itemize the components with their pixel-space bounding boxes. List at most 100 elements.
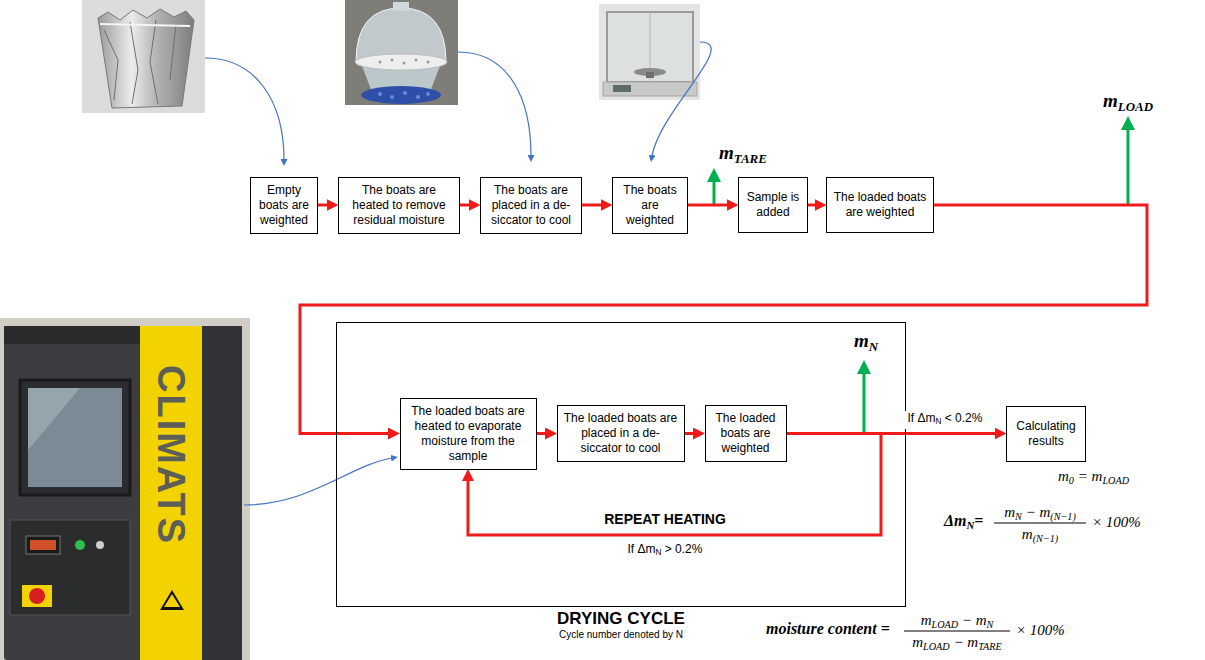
formula-text: × 100% <box>1092 514 1141 531</box>
text-run: m <box>912 634 923 650</box>
controller <box>26 536 60 554</box>
process-box: The loaded boats are placed in a de- sic… <box>557 405 685 462</box>
box-text: The loaded boats are placed in a de- sic… <box>563 411 679 456</box>
text-run: If Δm <box>628 542 656 556</box>
output-arrow <box>713 181 716 205</box>
box-text: The boats are placed in a de- siccator t… <box>486 183 576 228</box>
chamber-side <box>202 326 242 660</box>
process-box: The boats are placed in a de- siccator t… <box>480 177 582 234</box>
text-run: < 0.2% <box>941 411 982 425</box>
text-run: m <box>1022 526 1033 542</box>
process-box: Calculating results <box>1006 406 1086 462</box>
silica-gel <box>361 86 441 104</box>
text-run: m <box>921 612 932 628</box>
formula-denominator: mLOAD − mTARE <box>902 634 1012 655</box>
photo-ground <box>0 318 250 660</box>
leader-line <box>652 42 711 156</box>
yellow-stripe <box>140 326 202 660</box>
lid-knob <box>393 2 409 11</box>
foil-rim <box>100 24 190 26</box>
window-glass <box>28 388 122 487</box>
box-text: The loaded boats are weighted <box>711 411 781 456</box>
text-run: Δm <box>944 512 966 529</box>
process-box: Sample is added <box>738 177 808 233</box>
subscript: N <box>966 519 974 531</box>
box-text: The loaded boats are heated to evaporate… <box>406 404 531 464</box>
pan-stem <box>646 72 654 78</box>
main-switch-plate <box>22 585 52 607</box>
perforated-plate <box>355 54 447 70</box>
text-run: > 0.2% <box>661 542 702 556</box>
flow-arrow <box>688 204 727 207</box>
flow-arrow <box>318 204 327 207</box>
variable-label: mN <box>854 330 878 358</box>
flow-arrow <box>808 204 815 207</box>
formula-text: m0 = mLOAD <box>1058 468 1129 489</box>
photo-ground <box>345 0 458 105</box>
fraction-bar <box>904 631 1010 632</box>
formula-numerator: mN − m(N−1) <box>990 504 1090 525</box>
text-run: m <box>719 142 734 163</box>
subscript: LOAD <box>923 641 950 652</box>
box-text: Sample is added <box>744 190 802 220</box>
foil-crease <box>104 20 176 104</box>
plate-holes <box>379 59 430 65</box>
box-text: Calculating results <box>1012 419 1080 449</box>
controller-display <box>30 540 56 550</box>
process-box: The boats are weighted <box>612 177 688 234</box>
output-arrow <box>1127 129 1130 205</box>
condition-label: If ΔmN > 0.2% <box>628 542 703 560</box>
leader-line <box>205 58 284 160</box>
box-text: The loaded boats are weighted <box>832 190 928 220</box>
text-run: m <box>1103 90 1118 111</box>
subscript: (N−1) <box>1033 533 1059 544</box>
text-run: = m <box>1074 468 1102 484</box>
fraction-bars <box>904 523 1086 631</box>
draft-shield <box>607 12 693 82</box>
box-text: The boats are weighted <box>618 183 682 228</box>
text-run: m <box>854 330 869 351</box>
photo-leaders <box>205 42 711 505</box>
subscript: N <box>656 548 662 557</box>
condition-label: If ΔmN < 0.2% <box>905 411 986 429</box>
text-run: REPEAT HEATING <box>604 511 726 527</box>
text-run: m <box>1058 468 1069 484</box>
desiccator-photo <box>345 0 458 105</box>
subscript: TARE <box>978 641 1002 652</box>
warning-sign <box>160 590 184 610</box>
text-run: − m <box>958 612 986 628</box>
balance-photo <box>599 4 700 100</box>
chamber-body <box>4 326 242 660</box>
foil-boat <box>98 9 194 108</box>
process-box: The loaded boats are weighted <box>826 177 934 233</box>
formula-text: moisture content = <box>766 620 890 638</box>
photo-ground <box>82 0 205 113</box>
chamber-brand-text: CLIMATS <box>151 365 191 545</box>
formula-text: ΔmN= <box>944 512 983 534</box>
variable-label: mTARE <box>719 142 767 170</box>
control-panel <box>10 520 130 615</box>
window-frame <box>20 380 130 495</box>
subscript: LOAD <box>1102 475 1129 486</box>
subscript: LOAD <box>931 619 958 630</box>
fraction-bar <box>994 523 1086 524</box>
text-run: If Δm <box>908 411 936 425</box>
box-text: The boats are heated to remove residual … <box>344 183 454 228</box>
output-arrow <box>863 373 866 434</box>
subscript: LOAD <box>1118 99 1153 114</box>
output-arrows <box>714 129 1128 434</box>
silica-beads <box>378 91 430 99</box>
formula-numerator: mLOAD − mN <box>902 612 1012 633</box>
flow-arrow <box>685 432 694 435</box>
button <box>96 541 104 549</box>
flow-arrow <box>582 204 601 207</box>
formula-denominator: m(N−1) <box>990 526 1090 547</box>
box-text: Empty boats are weighted <box>256 183 312 228</box>
subscript: N <box>1015 511 1022 522</box>
flow-arrow <box>537 432 546 435</box>
formula-text: × 100% <box>1016 622 1065 639</box>
subscript: N <box>987 619 994 630</box>
